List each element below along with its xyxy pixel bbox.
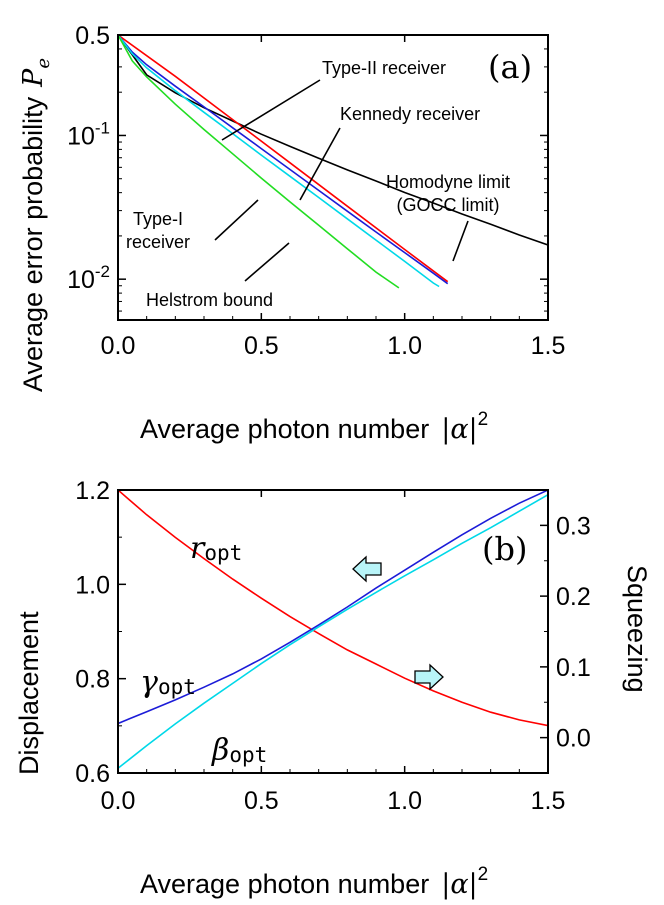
- annotation-homodyne-limit-gocc-limit: Homodyne limit: [386, 172, 510, 192]
- beta-opt-subscript: opt: [229, 743, 267, 767]
- panel-b-y-axis-label: Displacement: [14, 611, 44, 775]
- r-opt-subscript: opt: [204, 541, 242, 565]
- panel-a-x-axis-math: |α|: [441, 414, 477, 445]
- y2-tick-label: 0.2: [556, 583, 591, 611]
- panel-b-x-axis-exp: 2: [478, 864, 489, 885]
- panel-b-x-ticks: 0.0 0.5 1.0 1.5: [101, 490, 566, 815]
- panel-a-x-axis-label: Average photon number |α|2: [140, 409, 488, 445]
- y-tick-label: 10-1: [67, 118, 110, 150]
- gamma-opt-subscript: opt: [158, 675, 196, 699]
- annotation-leader-line: [244, 242, 290, 282]
- panel-a-x-ticks: 0.0 0.5 1.0 1.5: [101, 35, 566, 360]
- x-tick-label: 1.0: [387, 787, 422, 815]
- left-arrow: [352, 555, 382, 583]
- panel-b-label: (b): [482, 530, 527, 568]
- panel-b-x-axis-label: Average photon number |α|2: [140, 864, 488, 900]
- panel-a-curves: [118, 35, 548, 289]
- y2-tick-label: 0.0: [556, 725, 591, 753]
- annotation-helstrom-bound: Helstrom bound: [146, 290, 273, 310]
- annotation-type-i-receiver: Type-I: [133, 209, 183, 229]
- panel-a-y-axis-math-sub: e: [33, 58, 54, 69]
- gamma-opt-symbol: γ: [140, 665, 158, 700]
- right-arrow: [414, 663, 444, 691]
- y-tick-label: 1.2: [75, 477, 110, 505]
- panel-b-x-axis-math: |α|: [441, 869, 477, 900]
- series-kennedy-receiver: [118, 35, 449, 285]
- panel-a-y-ticks: 0.5 10-1 10-2: [67, 22, 548, 312]
- y-tick-label: 10-2: [67, 262, 110, 294]
- series-beta-opt: [118, 494, 548, 769]
- chart-panel-b: 0.0 0.5 1.0 1.5 0.6 0.8 1.0 1.2 0.0 0.1 0.2 0.3 (…: [14, 477, 652, 900]
- beta-opt-symbol: β: [211, 733, 229, 768]
- panel-b-y2-axis-label: Squeezing: [622, 565, 652, 693]
- y-tick-label: 0.5: [75, 22, 110, 50]
- y-tick-label: 0.6: [75, 760, 110, 788]
- series-r-opt: [118, 490, 548, 727]
- annotation-leader-line: [214, 199, 259, 241]
- panel-a-label: (a): [488, 48, 532, 86]
- panel-a-x-axis-exp: 2: [478, 409, 489, 430]
- r-opt-label: ropt: [190, 531, 242, 566]
- beta-opt-label: βopt: [211, 733, 267, 768]
- annotation-kennedy-receiver: Kennedy receiver: [340, 104, 480, 124]
- panel-a-frame: [117, 34, 549, 321]
- x-tick-label: 0.5: [244, 787, 279, 815]
- series-homodyne-limit-gocc-limit: [118, 35, 548, 246]
- annotation-homodyne-limit-gocc-limit: (GOCC limit): [397, 195, 500, 215]
- panel-a-x-axis-text: Average photon number: [140, 414, 429, 444]
- series-type-ii-receiver: [118, 35, 449, 283]
- y2-tick-label: 0.1: [556, 654, 591, 682]
- y-tick-label: 0.8: [75, 666, 110, 694]
- panel-b-y-ticks: 0.6 0.8 1.0 1.2: [75, 477, 126, 788]
- panel-b-y2-ticks: 0.0 0.1 0.2 0.3: [540, 512, 591, 753]
- y2-tick-label: 0.3: [556, 512, 591, 540]
- annotation-type-ii-receiver: Type-II receiver: [322, 58, 446, 78]
- panel-b-arrows: [352, 555, 444, 691]
- series-helstrom-bound: [118, 35, 400, 289]
- annotation-leader-line: [452, 220, 469, 262]
- x-tick-label: 0.0: [101, 787, 136, 815]
- panel-a-y-axis-label: Average error probability Pe: [18, 58, 54, 392]
- x-tick-label: 0.0: [101, 332, 136, 360]
- annotation-leader-line: [299, 127, 341, 201]
- gamma-opt-label: γopt: [140, 665, 196, 700]
- y-tick-label: 1.0: [75, 571, 110, 599]
- series-type-i-receiver: [118, 35, 440, 288]
- annotation-type-i-receiver: receiver: [126, 232, 190, 252]
- panel-a-y-axis-math: P: [18, 68, 49, 88]
- panel-b-curves: [118, 490, 548, 769]
- x-tick-label: 1.0: [387, 332, 422, 360]
- series-gamma-opt: [118, 490, 548, 725]
- panel-b-x-axis-text: Average photon number: [140, 869, 429, 899]
- x-tick-label: 1.5: [531, 332, 566, 360]
- x-tick-label: 0.5: [244, 332, 279, 360]
- x-tick-label: 1.5: [531, 787, 566, 815]
- annotation-leader-line: [221, 79, 321, 141]
- r-opt-symbol: r: [190, 531, 206, 566]
- panel-a-y-axis-text: Average error probability: [18, 96, 48, 392]
